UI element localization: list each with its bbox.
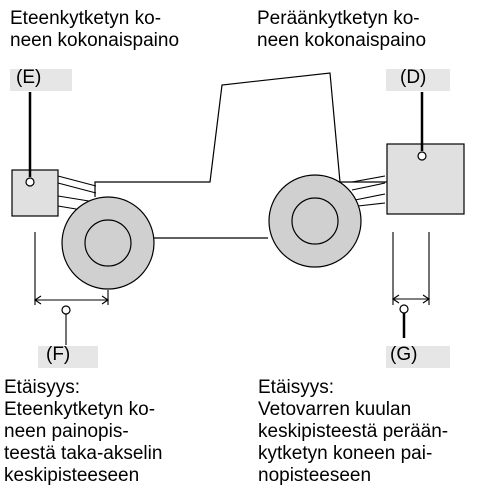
dimension-f (34, 232, 109, 345)
label-d-tag: (D) (386, 67, 450, 91)
label-e-tag: (E) (10, 67, 72, 91)
label-f-tag: (F) (38, 344, 98, 368)
front-distance-description: Etäisyys: Eteenkytketyn ko- neen painopi… (4, 377, 163, 486)
label-g-tag: (G) (386, 344, 450, 368)
label-e: (E) (16, 67, 42, 88)
front-wheel-rim (84, 219, 132, 267)
front-implement (11, 169, 59, 217)
rear-weight-heading: Peräänkytketyn ko- neen kokonaispaino (257, 8, 427, 51)
label-f: (F) (46, 344, 71, 365)
label-g: (G) (390, 344, 418, 365)
rear-cg-marker (417, 151, 427, 161)
dimension-g (392, 232, 430, 305)
rear-wheel-rim (291, 197, 339, 245)
label-d: (D) (400, 67, 427, 88)
front-weight-heading: Eteenkytketyn ko- neen kokonaispaino (10, 8, 180, 51)
rear-hitch-links (351, 175, 386, 207)
dimension-f-marker (61, 305, 71, 315)
rear-distance-description: Etäisyys: Vetovarren kuulan keskipistees… (258, 377, 449, 486)
tractor-body-outline (94, 72, 396, 197)
dimension-g-marker (399, 304, 409, 314)
front-cg-marker (25, 177, 35, 187)
